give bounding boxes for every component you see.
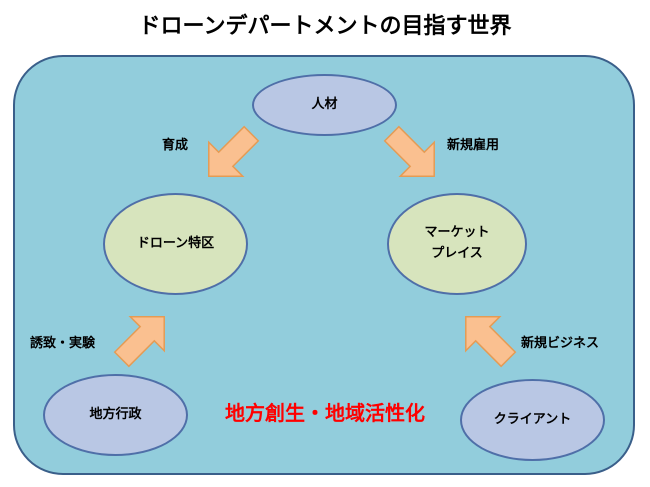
arrow-ikusei [208, 125, 260, 177]
node-jinzai: 人材 [252, 74, 397, 136]
node-market-label-1: マーケット [424, 225, 490, 241]
node-chiho-gyosei-label: 地方行政 [89, 406, 142, 422]
center-message: 地方創生・地域活性化 [225, 401, 425, 425]
node-chiho-gyosei: 地方行政 [43, 374, 188, 456]
node-drone-tokku-label: ドローン特区 [136, 235, 215, 251]
node-market-label-2: プレイス [431, 246, 483, 261]
label-shinki-koyo: 新規雇用 [447, 138, 500, 153]
label-ikusei: 育成 [162, 138, 189, 153]
arrow-yuchi [113, 316, 165, 368]
node-market-place: マーケット プレイス [387, 193, 527, 295]
node-client-label: クライアント [493, 411, 572, 427]
arrow-shinki-koyo [383, 125, 435, 177]
label-yuchi-jikken: 誘致・実験 [30, 336, 96, 351]
node-jinzai-label: 人材 [311, 96, 338, 112]
node-drone-tokku: ドローン特区 [103, 193, 248, 295]
arrow-shinki-business [465, 316, 517, 368]
node-client: クライアント [460, 379, 605, 461]
label-shinki-business: 新規ビジネス [521, 336, 600, 351]
page-title: ドローンデパートメントの目指す世界 [138, 14, 512, 39]
